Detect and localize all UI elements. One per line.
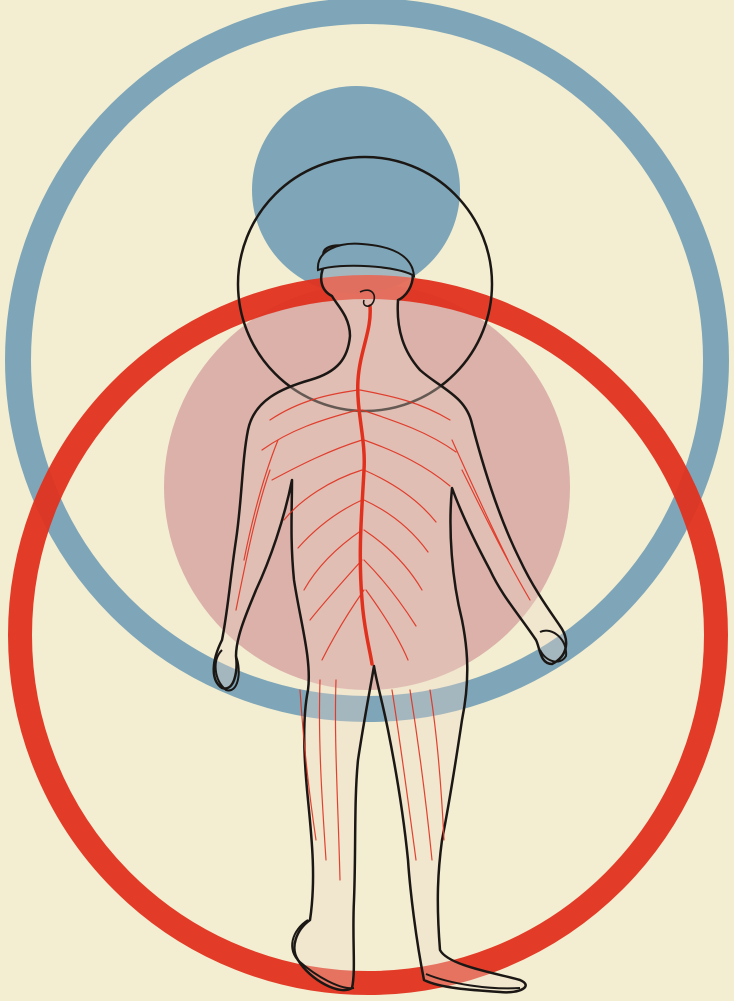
illustration-canvas	[0, 0, 734, 1001]
human-figure-illustration	[0, 0, 734, 1001]
